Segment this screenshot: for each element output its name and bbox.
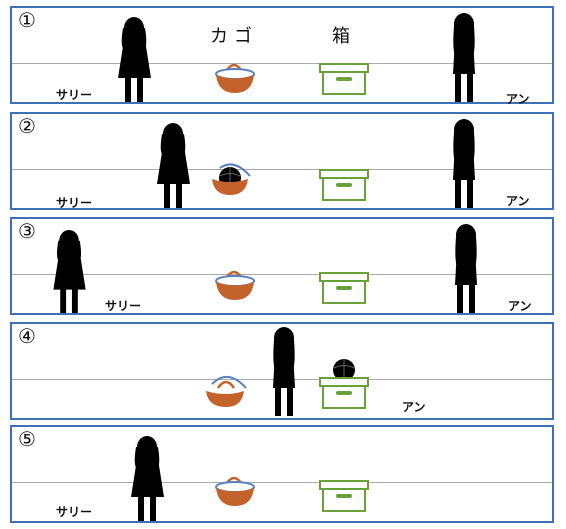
ann-silhouette-icon (455, 224, 477, 313)
panel-4: ④ アン (10, 322, 554, 420)
basket-with-ball-icon (212, 163, 251, 195)
box-icon (319, 272, 369, 304)
sally-label: サリー (56, 88, 93, 102)
floor-line (12, 63, 552, 64)
basket-open-icon (206, 376, 247, 407)
panel-number: ④ (18, 324, 36, 348)
panel-1: ① カゴ 箱 サリー アン (10, 6, 554, 106)
sally-label: サリー (105, 299, 142, 313)
basket-icon (215, 63, 255, 93)
basket-icon (215, 476, 255, 506)
panel-number: ② (18, 114, 36, 138)
panel-number: ⑤ (18, 427, 36, 451)
floor-line (12, 169, 552, 170)
floor-line (12, 482, 552, 483)
ann-silhouette-icon (453, 13, 475, 102)
panel-3: ③ サリー アン (10, 217, 554, 315)
sally-silhouette-icon (131, 436, 164, 521)
ann-label: アン (402, 400, 426, 414)
ann-silhouette-icon (453, 119, 475, 208)
ann-silhouette-icon (273, 327, 295, 416)
panel-number: ③ (18, 219, 36, 243)
ann-label: アン (508, 299, 532, 313)
ann-label: アン (506, 194, 530, 208)
panel-2: ② サリー アン (10, 112, 554, 210)
box-icon (319, 63, 369, 95)
panel-5: ⑤ サリー (10, 425, 554, 523)
floor-line (12, 274, 552, 275)
box-icon (319, 480, 369, 512)
sally-silhouette-icon (157, 123, 190, 208)
sally-label: サリー (56, 196, 93, 210)
basket-label: カゴ (210, 26, 258, 47)
sally-label: サリー (56, 505, 93, 519)
box-icon (319, 169, 369, 201)
box-label: 箱 (332, 26, 356, 47)
sally-silhouette-icon (118, 17, 151, 102)
box-with-ball-icon (319, 359, 369, 409)
sally-silhouette-icon (53, 229, 86, 314)
panel-number: ① (18, 8, 36, 32)
basket-icon (215, 270, 255, 300)
ann-label: アン (506, 92, 530, 106)
